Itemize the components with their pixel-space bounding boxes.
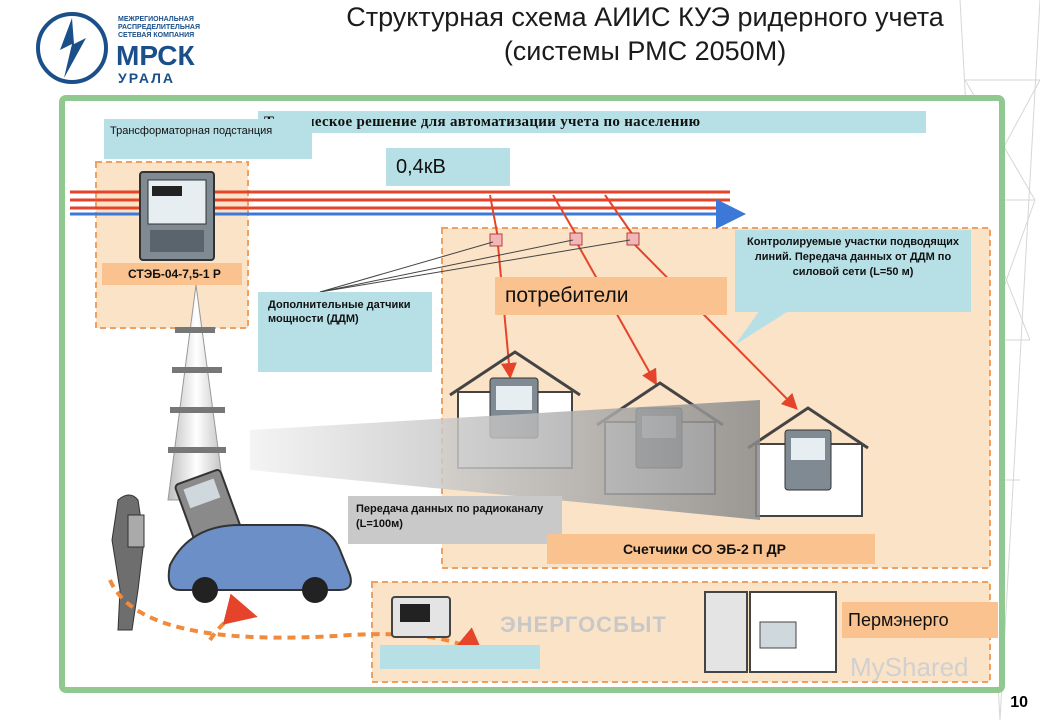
- meter-model-label: СТЭБ-04-7,5-1 Р: [102, 263, 242, 285]
- watermark: MyShared: [850, 652, 969, 683]
- substation-label: Трансформаторная подстанция: [104, 119, 312, 159]
- logo-region: УРАЛА: [118, 70, 176, 86]
- logo-line-1: МЕЖРЕГИОНАЛЬНАЯ: [118, 16, 194, 23]
- page-number: 10: [1010, 694, 1028, 711]
- car: [167, 524, 352, 603]
- logo: МЕЖРЕГИОНАЛЬНАЯ РАСПРЕДЕЛИТЕЛЬНАЯ СЕТЕВА…: [34, 6, 244, 88]
- energosbyt-label: ЭНЕРГОСБЫТ: [500, 612, 667, 637]
- sensors-label: Дополнительные датчики мощности (ДДМ): [258, 292, 432, 372]
- watermark-text: MyShared: [850, 652, 969, 682]
- logo-emblem-icon: [36, 12, 108, 84]
- server-equipment: [704, 591, 837, 673]
- radio-channel-label: Передача данных по радиоканалу (L=100м): [348, 496, 562, 544]
- permenergo-label: Пермэнерго: [842, 602, 998, 638]
- title-line-1: Структурная схема АИИС КУЭ ридерного уче…: [346, 2, 944, 32]
- data-arrows: [108, 579, 487, 661]
- logo-name: МРСК: [116, 40, 195, 71]
- page-title: Структурная схема АИИС КУЭ ридерного уче…: [250, 0, 1040, 68]
- consumers-label: потребители: [495, 277, 727, 315]
- power-sensors: [489, 232, 640, 247]
- subtitle-banner: Техническое решение для автоматизации уч…: [258, 111, 926, 133]
- energosbyt-caption-box: [380, 645, 540, 669]
- callout-controlled-sections: Контролируемые участки подводящих линий.…: [735, 230, 971, 312]
- sensor-pointer-lines: [319, 239, 631, 293]
- substation-meter: [139, 171, 215, 261]
- logo-line-2: РАСПРЕДЕЛИТЕЛЬНАЯ: [118, 24, 200, 31]
- house-3: [747, 406, 869, 517]
- callout-tail: [735, 310, 790, 345]
- voltage-label: 0,4кВ: [386, 148, 510, 186]
- logo-line-3: СЕТЕВАЯ КОМПАНИЯ: [118, 32, 195, 39]
- title-line-2: (системы РМС 2050М): [503, 36, 787, 66]
- meters-label: Счетчики СО ЭБ-2 П ДР: [547, 534, 875, 564]
- radio-beam-horizontal: [250, 400, 760, 520]
- office-computer: [391, 596, 451, 638]
